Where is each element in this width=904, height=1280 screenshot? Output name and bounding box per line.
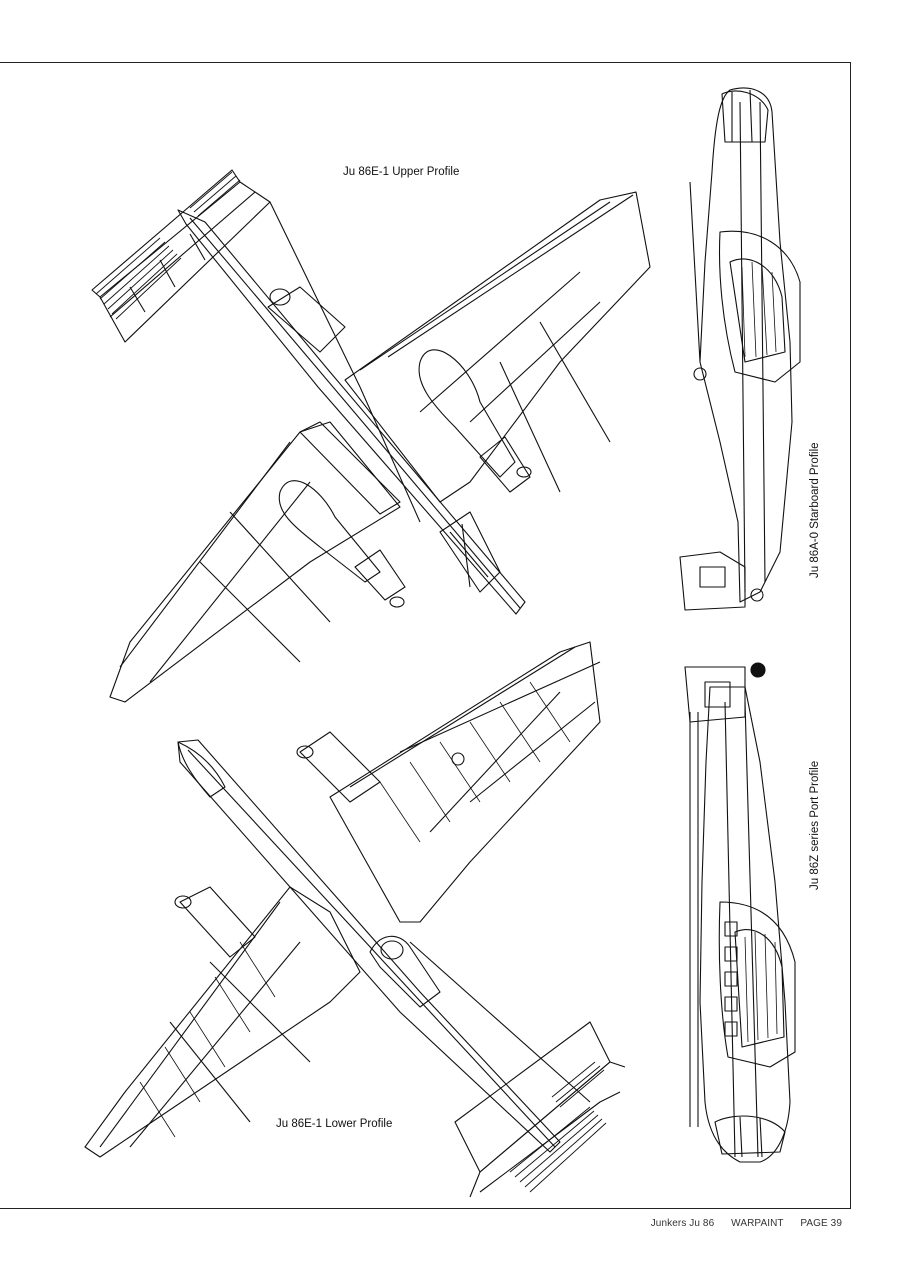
port-profile-drawing — [684, 662, 796, 1163]
starboard-profile-drawing — [679, 87, 801, 611]
page-footer: Junkers Ju 86 WARPAINT PAGE 39 — [651, 1218, 842, 1229]
drawing-frame — [0, 62, 851, 1209]
upper-profile-drawing — [91, 169, 651, 703]
footer-title: Junkers Ju 86 — [650, 1218, 715, 1229]
line-drawings — [84, 87, 801, 1198]
footer-publication: WARPAINT — [731, 1218, 784, 1229]
lower-profile-drawing — [84, 641, 626, 1198]
starboard-profile-caption: Ju 86A-0 Starboard Profile — [809, 442, 821, 578]
page-number: PAGE 39 — [800, 1218, 842, 1229]
port-profile-caption: Ju 86Z series Port Profile — [809, 760, 821, 890]
lower-profile-caption: Ju 86E-1 Lower Profile — [276, 1118, 393, 1130]
upper-profile-caption: Ju 86E-1 Upper Profile — [343, 166, 460, 178]
